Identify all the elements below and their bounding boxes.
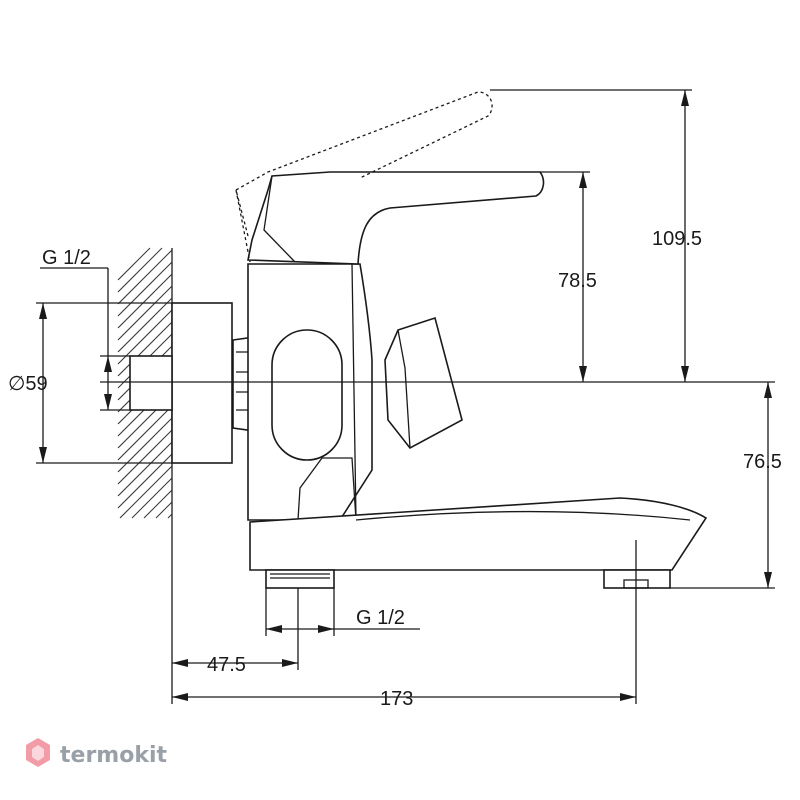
hatch-line (117, 273, 173, 329)
dimension-labels: 109.5 78.5 76.5 ∅59 G 1/2 G 1/2 47.5 173 (8, 228, 782, 710)
dim-173: 173 (380, 688, 413, 710)
dim-109-5: 109.5 (652, 228, 702, 250)
hatch-line (155, 501, 173, 519)
watermark-logo: termokit (26, 738, 167, 768)
hatch-line (131, 477, 173, 519)
hatch-line (117, 249, 173, 305)
watermark-text: termokit (60, 743, 167, 768)
hatch-line (117, 297, 173, 353)
dim-78-5: 78.5 (558, 270, 597, 292)
hatch-line (117, 417, 173, 473)
dim-76-5: 76.5 (743, 451, 782, 473)
dim-47-5: 47.5 (207, 654, 246, 676)
lever-handle-raised (235, 91, 493, 263)
hatch-line (117, 285, 173, 341)
hatch-line (119, 465, 173, 519)
hatch-line (117, 441, 173, 497)
hatch-line (117, 429, 173, 485)
hatch-line (117, 405, 173, 461)
dim-thread-bottom: G 1/2 (356, 607, 405, 629)
hatch-line (117, 453, 173, 509)
faucet-body (247, 263, 463, 521)
hatch-line (167, 513, 173, 519)
dim-diameter: ∅59 (8, 373, 48, 395)
bottom-connector (265, 569, 335, 589)
hatch-line (117, 321, 173, 377)
spout (249, 497, 708, 589)
wall-flange (129, 302, 233, 464)
dimension-lines (36, 89, 775, 704)
hatch-line (117, 247, 163, 293)
hatch-line (117, 309, 173, 365)
dim-thread-top: G 1/2 (42, 247, 91, 269)
hatch-line (117, 261, 173, 317)
hatch-line (143, 489, 173, 519)
lever-handle (247, 171, 545, 265)
hatch-line (117, 247, 151, 281)
